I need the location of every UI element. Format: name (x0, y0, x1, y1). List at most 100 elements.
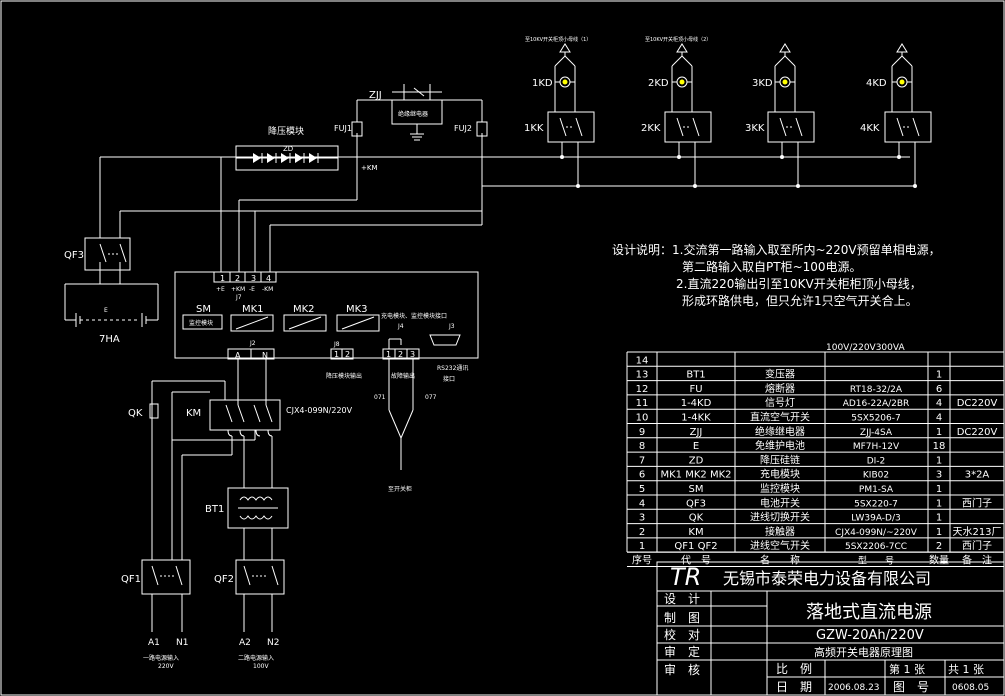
bom-cell: 1 (936, 527, 942, 538)
bom-header-cell: 数量 (929, 554, 949, 567)
role-draw: 制 图 (664, 611, 700, 625)
labels: ZJJ 绝缘继电器 FUJ1 FUJ2 降压模块 ZD +KM QF3 E 7H… (64, 36, 989, 694)
bom-cell: KM (688, 527, 703, 538)
bom-top-note: 100V/220V300VA (826, 343, 905, 353)
bom-cell: 1 (936, 513, 942, 524)
bom-cell: QK (689, 513, 704, 524)
ac-input (141, 359, 289, 632)
bom-cell: 4 (936, 398, 942, 409)
bom-cell: DI-2 (867, 456, 886, 466)
bom-cell: 7 (639, 455, 645, 466)
j7-pin-3: 3 (251, 274, 256, 283)
kd3-label: 3KD (752, 78, 773, 89)
bom-cell: 1 (936, 455, 942, 466)
bom-cell: SM (689, 484, 704, 495)
bom-cell: 2 (639, 527, 645, 538)
bom-header-cell: 序号 (632, 554, 652, 567)
bom-cell: 绝缘继电器 (755, 425, 805, 438)
bom-cell: 充电模块 (760, 468, 800, 481)
sm-box-label: 监控模块 (189, 319, 213, 327)
model-number: GZW-20Ah/220V (816, 628, 924, 643)
j8-pin-1: 1 (334, 350, 339, 359)
bom-cell: 变压器 (765, 368, 795, 381)
drawing-title: 落地式直流电源 (806, 602, 932, 623)
wire-071: 071 (374, 394, 386, 401)
bom-cell: DC220V (957, 427, 998, 438)
qf1-label: QF1 (121, 574, 141, 585)
qk-label: QK (128, 408, 143, 419)
j8-pin-2: 2 (345, 350, 350, 359)
bom-cell: 1-4KK (681, 413, 711, 424)
mk1-label: MK1 (242, 304, 264, 315)
kd4-label: 4KD (866, 78, 887, 89)
zd-diodes (236, 153, 338, 163)
feeder-branch-2 (664, 43, 712, 188)
bom-cell: 直流空气开关 (750, 411, 810, 424)
bom-cell: 12 (636, 384, 649, 395)
drawing-subtitle: 高频开关电器原理图 (814, 645, 913, 659)
bom-cell: FU (689, 384, 702, 395)
km-label: KM (186, 408, 201, 419)
j2-n-label: N (262, 351, 268, 360)
insulation-relay-label: 绝缘继电器 (398, 110, 428, 118)
j7-sign-2: +KM (231, 286, 245, 293)
bom-cell: 1 (639, 541, 645, 552)
bom-cell: ZJJ (690, 427, 703, 438)
bom-cell: 8 (639, 441, 645, 452)
battery-e-label: E (104, 307, 108, 314)
qf2-breaker (235, 559, 285, 595)
contactor-model: CJX4-099N/220V (286, 406, 353, 415)
bom-cell: 3 (936, 470, 942, 481)
dc-bus (64, 84, 915, 327)
j4-pin-3: 3 (410, 350, 415, 359)
rs232-label: RS232通讯 (437, 364, 468, 372)
bom-cell: 3*2A (965, 470, 990, 481)
title-block-grid (656, 561, 1005, 696)
a1-label: A1 (148, 638, 160, 648)
bt1-transformer (227, 487, 289, 529)
j4-pin-1: 1 (386, 350, 391, 359)
kd2-label: 2KD (648, 78, 669, 89)
fault-switch-label: 至开关柜 (388, 485, 412, 493)
bom-cell: DC220V (957, 398, 998, 409)
n1-label: N1 (176, 638, 188, 648)
kk2-label: 2KK (641, 123, 661, 134)
mk1-module (230, 314, 274, 332)
design-note-line-2: 第二路输入取自PT柜~100电源。 (682, 260, 862, 274)
sheet-number: 第 1 张 (889, 662, 925, 676)
role-design: 设 计 (664, 592, 700, 606)
input-2-voltage: 100V (253, 663, 269, 670)
zjj-label: ZJJ (369, 90, 382, 101)
qk-switch (149, 403, 159, 419)
fault-output (388, 359, 414, 470)
j7-pin-4: 4 (266, 274, 271, 283)
fuj1-label: FUJ1 (334, 124, 352, 133)
bom-cell: 电池开关 (760, 496, 800, 509)
bom-cell: 降压硅链 (760, 453, 800, 466)
mk3-label: MK3 (346, 304, 368, 315)
j7-pin-1: 1 (220, 274, 225, 283)
bom-cell: 5SX220-7 (854, 499, 898, 509)
bom-cell: 进线切换开关 (750, 511, 810, 524)
bom-cell: CJX4-099N/~220V (835, 528, 918, 538)
design-notes: 设计说明：1.交流第一路输入取至所内~220V预留单相电源， 第二路输入取自PT… (612, 242, 941, 310)
bom-cell: 1-4KD (681, 398, 712, 409)
zd-label: ZD (283, 145, 293, 153)
bom-cell: 4 (639, 498, 645, 509)
kk1-label: 1KK (524, 123, 544, 134)
bom-header-cell: 名 称 (760, 554, 800, 567)
kk3-label: 3KK (745, 123, 765, 134)
bom-cell: 18 (933, 441, 946, 452)
bom-cell: 10 (636, 413, 649, 424)
bom-cell: 3 (639, 513, 645, 524)
design-note-line-3: 2.直流220输出引至10KV开关柜柜顶小母线， (676, 277, 922, 291)
input-1-label: 一路电源输入 (143, 654, 179, 662)
bom-cell: 监控模块 (760, 482, 800, 495)
bom-cell: 5 (639, 484, 645, 495)
n2-label: N2 (267, 638, 279, 648)
bom-cell: ZJJ-4SA (860, 428, 893, 438)
qf1-breaker (141, 559, 191, 595)
bom-cell: 接触器 (765, 525, 795, 538)
feeder-branch-1 (547, 43, 595, 188)
